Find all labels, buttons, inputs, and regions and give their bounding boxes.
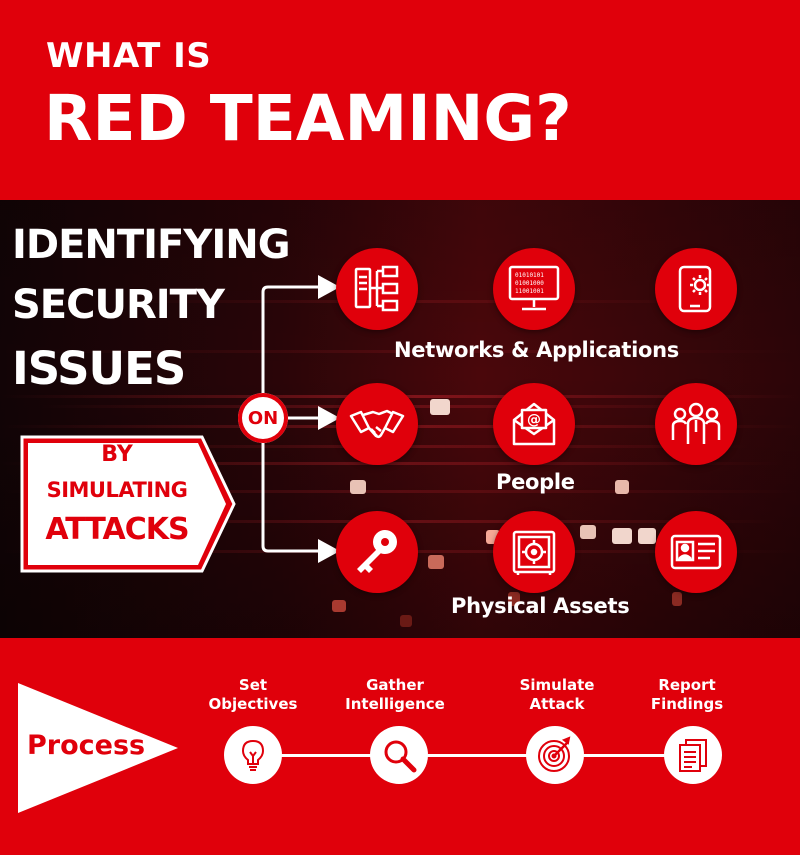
- svg-text:@: @: [527, 412, 541, 428]
- group-label-people: People: [496, 470, 575, 494]
- method-arrow-box: [20, 435, 236, 573]
- email-icon: @: [493, 383, 575, 465]
- process-label: Process: [27, 730, 146, 761]
- key-icon: [336, 511, 418, 593]
- on-label: ON: [247, 407, 279, 429]
- magnifier-icon: [370, 726, 428, 784]
- document-icon: [664, 726, 722, 784]
- svg-text:01010101: 01010101: [515, 272, 544, 279]
- id-card-icon: [655, 511, 737, 593]
- step-3-label: Simulate Attack: [519, 676, 595, 713]
- headline-line-2: SECURITY: [12, 282, 225, 328]
- title-line-1: WHAT IS: [46, 36, 212, 76]
- team-icon: [655, 383, 737, 465]
- svg-text:01001000: 01001000: [515, 280, 544, 287]
- title-line-2: RED TEAMING?: [44, 82, 572, 155]
- method-line-2: SIMULATING: [46, 478, 188, 502]
- lightbulb-icon: [224, 726, 282, 784]
- header-band: [0, 0, 800, 200]
- method-line-3: ATTACKS: [45, 512, 189, 547]
- group-label-networks: Networks & Applications: [394, 338, 679, 362]
- server-network-icon: [336, 248, 418, 330]
- safe-icon: [493, 511, 575, 593]
- target-icon: [526, 726, 584, 784]
- step-1-label: Set Objectives: [208, 676, 298, 713]
- group-label-physical: Physical Assets: [451, 594, 630, 618]
- method-line-1: BY: [101, 442, 133, 467]
- on-badge: ON: [238, 393, 288, 443]
- step-4-label: Report Findings: [650, 676, 724, 713]
- headline-line-3: ISSUES: [12, 342, 186, 395]
- process-arrow: [18, 683, 178, 813]
- step-2-label: Gather Intelligence: [345, 676, 445, 713]
- process-timeline: [250, 754, 698, 757]
- headline-line-1: IDENTIFYING: [12, 222, 291, 268]
- svg-text:11001001: 11001001: [515, 288, 544, 295]
- handshake-icon: [336, 383, 418, 465]
- mobile-gear-icon: [655, 248, 737, 330]
